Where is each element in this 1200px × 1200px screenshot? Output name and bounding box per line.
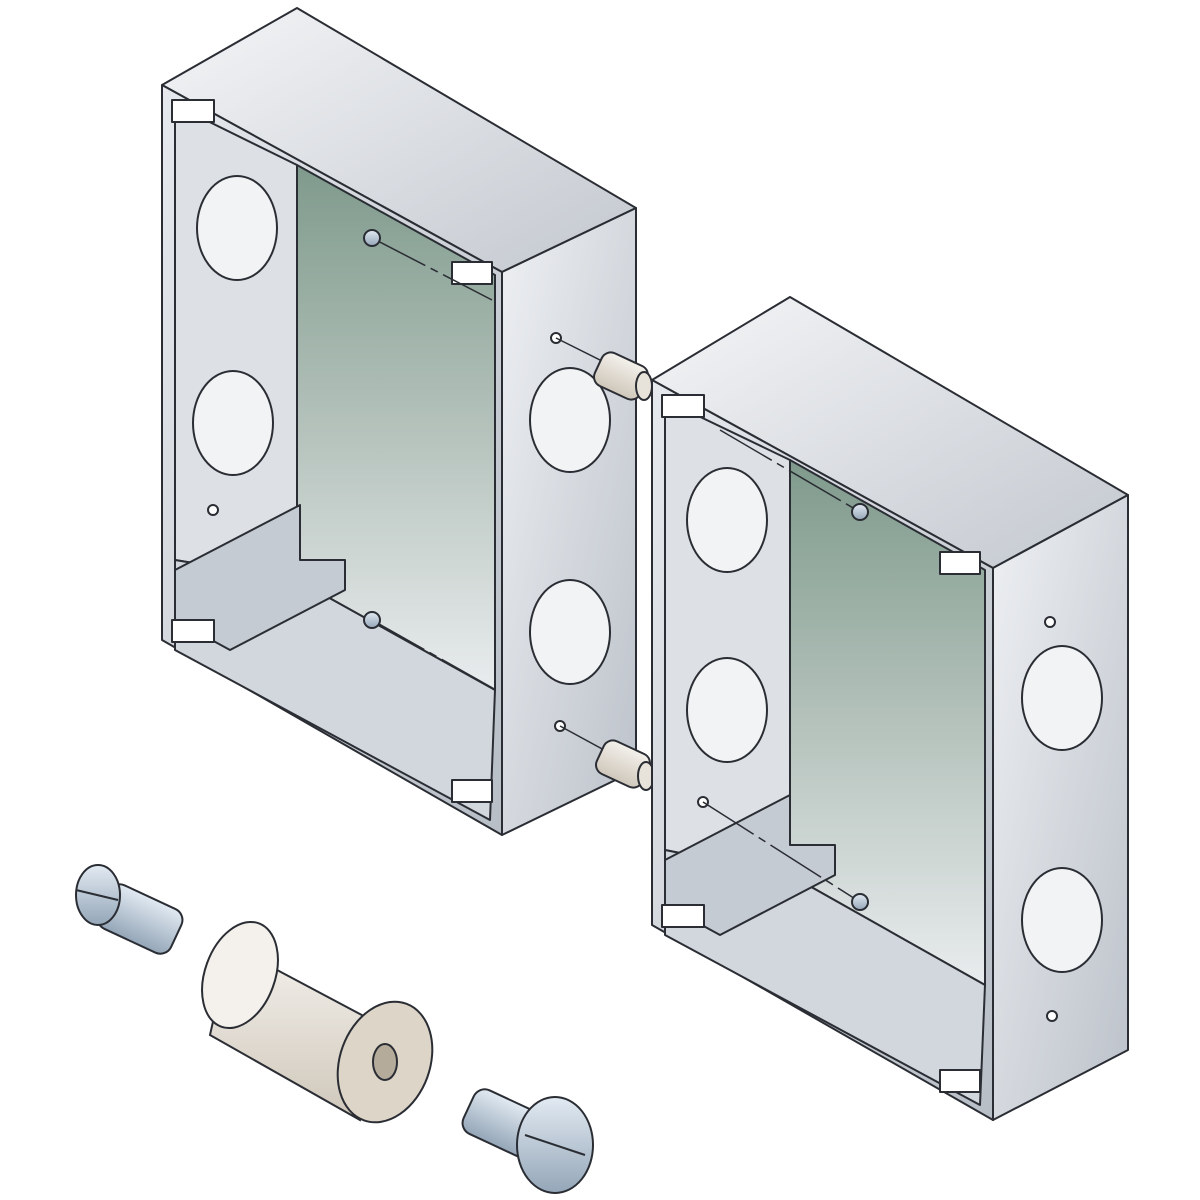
spacer-icon	[595, 739, 655, 791]
screw-icon	[363, 611, 381, 629]
back-box-right	[651, 296, 1129, 1121]
knockout-hole	[196, 175, 278, 281]
detail-screw-bottom	[461, 1088, 594, 1194]
knockout-hole	[529, 579, 611, 685]
screw-icon	[851, 893, 869, 911]
knockout-hole	[686, 467, 768, 573]
knockout-hole	[686, 657, 768, 763]
detail-screw-top	[75, 864, 184, 955]
back-box-left	[161, 7, 637, 836]
knockout-hole	[1021, 645, 1103, 751]
screw-icon	[363, 229, 381, 247]
spacer-icon	[593, 351, 653, 401]
knockout-hole	[192, 370, 274, 476]
knockout-hole	[529, 367, 611, 473]
box-side-face	[992, 494, 1129, 1121]
detail-spacer	[201, 920, 434, 1124]
connectors	[555, 337, 655, 791]
knockout-hole	[1021, 867, 1103, 973]
screw-icon	[851, 503, 869, 521]
